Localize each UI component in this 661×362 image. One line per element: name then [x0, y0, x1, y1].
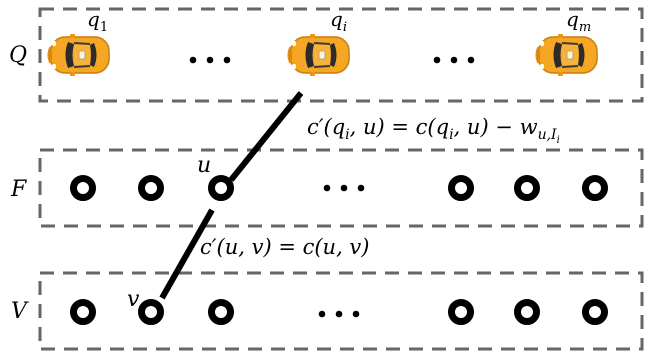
- edge-qi-u: [228, 91, 304, 182]
- equation-cost-u-v: c′(u, v) = c(u, v): [200, 235, 370, 259]
- v-row-box: [38, 271, 644, 351]
- q-row-box: [38, 7, 644, 103]
- f-row-box: [38, 148, 644, 228]
- ring-node-icon: [208, 299, 234, 325]
- edge-u-v: [159, 208, 215, 300]
- node-label-u: u: [197, 153, 211, 178]
- ellipsis-icon: [318, 310, 360, 318]
- car-label-qm: qm: [566, 7, 591, 35]
- ellipsis-icon: [323, 184, 365, 192]
- ring-node-icon: [208, 175, 234, 201]
- ring-node-icon: [514, 299, 540, 325]
- ellipsis-icon: [189, 56, 231, 64]
- ring-node-icon: [582, 175, 608, 201]
- ring-node-icon: [582, 299, 608, 325]
- row-label-f: F: [10, 177, 27, 202]
- taxi-car-icon: [287, 32, 351, 78]
- ring-node-icon: [70, 299, 96, 325]
- ring-node-icon: [138, 175, 164, 201]
- row-label-q: Q: [9, 43, 27, 68]
- ring-node-icon: [514, 175, 540, 201]
- ring-node-icon: [448, 175, 474, 201]
- equation-cost-qi-u: c′(qi, u) = c(qi, u) − wu,Ii: [307, 115, 560, 146]
- node-label-v: v: [127, 287, 140, 312]
- car-label-qi: qi: [330, 7, 347, 35]
- ring-node-icon: [138, 299, 164, 325]
- taxi-car-icon: [47, 32, 111, 78]
- row-label-v: V: [11, 299, 29, 324]
- taxi-car-icon: [535, 32, 599, 78]
- ring-node-icon: [70, 175, 96, 201]
- ellipsis-icon: [433, 56, 475, 64]
- car-label-q1: q1: [87, 7, 108, 35]
- ring-node-icon: [448, 299, 474, 325]
